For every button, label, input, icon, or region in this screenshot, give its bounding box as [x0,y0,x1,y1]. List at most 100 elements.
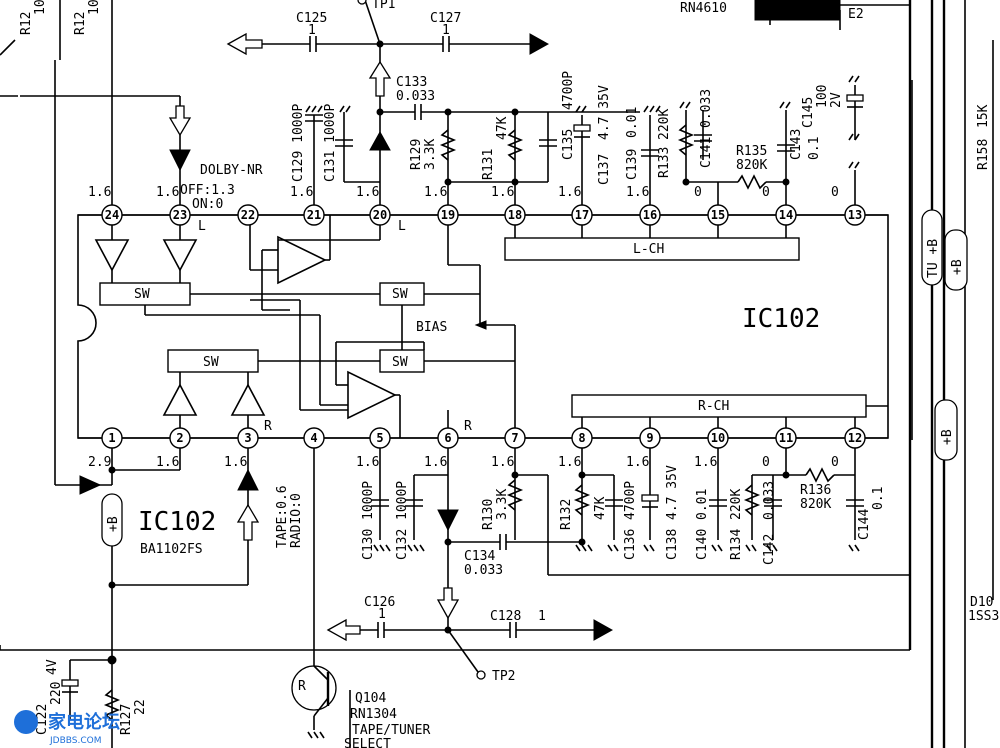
c145-label: C145 [801,97,816,128]
r134-label: R134 [729,529,744,560]
d10-label: D10 [970,595,993,610]
lch-label: L-CH [633,242,664,257]
r131-value: 47K [495,116,510,140]
c132-value: 1000P [395,481,410,520]
plusb-left: +B [106,516,121,532]
pin-number-7: 7 [511,431,518,445]
plus-b-badges [101,209,968,547]
pin-11 [775,427,797,449]
pin-voltage-10: 1.6 [694,455,717,470]
internal-upper [94,215,800,406]
pin-voltage-5: 1.6 [356,455,379,470]
l-label-2: L [398,219,406,234]
c145-voltage: 2V [829,92,844,108]
pin-voltage-21: 1.6 [290,185,313,200]
pin-voltage-6: 1.6 [424,455,447,470]
pin20-input [344,60,640,215]
pin-6 [437,427,459,449]
outer-wires [0,0,910,651]
c139-value: 0.01 [625,107,640,138]
pin-4 [303,427,325,449]
pin-7 [504,427,526,449]
pin-number-4: 4 [310,431,317,445]
c132-label: C132 [395,529,410,560]
c127-value: 1 [442,23,450,38]
c145-value: 100 [815,85,830,108]
watermark-cn: 家电论坛 [48,711,120,733]
ic102-outline [77,214,889,439]
r129-value: 3.3K [423,139,438,170]
pin-voltage-9: 1.6 [626,455,649,470]
rn4610-block [754,0,910,30]
r136-value: 820K [800,497,831,512]
pin-number-23: 23 [173,208,187,222]
b-label-1: +B [950,259,965,275]
c144-value: 0.1 [871,487,886,510]
pin-17 [571,204,593,226]
tape-note: TAPE:0.6 [275,485,290,548]
c122-voltage: 4V [45,659,60,675]
r130-value: 3.3K [495,489,510,520]
pin-voltage-15: 0 [694,185,702,200]
pin-24 [101,204,123,226]
c137-value: 4.7 35V [597,85,612,140]
r12b-label: R12 [73,12,88,35]
c140-value: 0.01 [695,489,710,520]
r158-value: 15K [976,104,991,128]
pin-number-13: 13 [848,208,862,222]
q104-part: RN1304 [350,707,397,722]
watermark-logo-icon [14,710,38,734]
pin23-input [168,105,192,215]
pin-9 [639,427,661,449]
c136-label: C136 [623,529,638,560]
c128-label: C128 [490,609,521,624]
watermark-en: JDBBS.COM [49,736,101,746]
internal-lower [162,299,888,438]
rch-label: R-CH [698,399,729,414]
watermark: 家电论坛 JDBBS.COM [14,710,120,746]
pin-19 [437,204,459,226]
pin-number-21: 21 [307,208,321,222]
r134-value: 220K [729,489,744,520]
c135-label: C135 [561,129,576,160]
r12a-value: 100K [33,0,48,15]
c122-label: C122 [35,704,50,735]
r132-label: R132 [559,499,574,530]
pin-number-3: 3 [244,431,251,445]
pin-number-1: 1 [108,431,115,445]
pin-number-15: 15 [711,208,725,222]
c144-label: C144 [857,509,872,540]
c126-label: C126 [364,595,395,610]
r133-value: 220K [657,109,672,140]
pin-22 [237,204,259,226]
pin-voltage-18: 1.6 [491,185,514,200]
pin-number-8: 8 [578,431,585,445]
pin-12 [844,427,866,449]
pin-number-18: 18 [508,208,522,222]
bottom-signal-line [326,618,614,680]
dolby-label: DOLBY-NR [200,163,263,178]
d10-value: 1SS3 [968,609,999,624]
r132-value: 47K [593,496,608,520]
pin-voltage-3: 1.6 [224,455,247,470]
power-rails [908,0,994,748]
c138-value: 4.7 35V [665,465,680,520]
pin-voltage-16: 1.6 [626,185,649,200]
dolby-on: ON:0 [192,197,223,212]
pin-8 [571,427,593,449]
c125-value: 1 [308,23,316,38]
transistor-q104 [291,665,351,748]
r158-label: R158 [976,139,991,170]
pin-number-17: 17 [575,208,589,222]
sw-label-3: SW [203,355,219,370]
r127-label: R127 [119,704,134,735]
pin-1 [101,427,123,449]
dolby-off: OFF:1.3 [180,183,235,198]
r-label-2: R [464,419,472,434]
bottom-components [79,438,910,690]
c138-label: C138 [665,529,680,560]
b-label-2: +B [940,429,955,445]
e2-label: E2 [848,7,864,22]
